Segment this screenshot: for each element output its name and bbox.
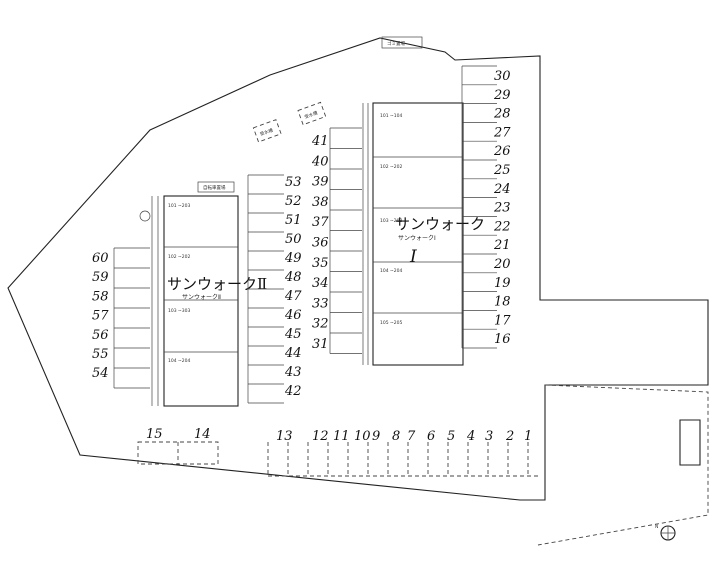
box-b: 受水槽: [297, 101, 327, 126]
stall-number-right: 29: [493, 88, 511, 103]
stall-number-mid: 36: [312, 236, 329, 251]
stall-number-bottom: 4: [466, 429, 475, 444]
stall-number-right: 24: [493, 182, 511, 197]
building-2: 101 ~203 102 ~202 103 ~303 104 ~204 サンウォ…: [151, 195, 267, 407]
stall-number-mid: 33: [312, 296, 329, 311]
stall-number-b2: 43: [284, 365, 302, 380]
stall-number-bottom-left: 14: [194, 427, 211, 442]
stall-number-b2: 46: [284, 308, 302, 323]
stall-number-mid: 31: [312, 337, 329, 352]
stall-number-left: 60: [92, 251, 109, 266]
building-1-unit-2: 102 ~202: [380, 164, 403, 170]
building-1: 101 ~104 102 ~202 103 ~203 104 ~204 105 …: [362, 102, 485, 366]
north-arrow: N: [655, 524, 676, 541]
stall-number-right: 27: [493, 125, 511, 140]
mid-box-label: 自転車置場: [203, 184, 226, 191]
stall-number-b2: 44: [284, 346, 302, 361]
stall-number-mid: 39: [312, 175, 329, 190]
stall-number-b2: 48: [284, 270, 302, 285]
stall-number-bottom: 12: [312, 429, 329, 444]
stall-number-right: 25: [493, 163, 511, 178]
building-2-unit-2: 102 ~202: [168, 254, 191, 260]
stall-number-bottom: 2: [505, 429, 514, 444]
svg-text:N: N: [655, 524, 658, 530]
building-1-unit-1: 101 ~104: [380, 113, 403, 119]
stall-number-right: 28: [493, 107, 511, 122]
stall-number-mid: 32: [312, 317, 329, 332]
stall-number-b2: 47: [284, 289, 302, 304]
stall-number-b2: 53: [285, 175, 302, 190]
site-boundary: [7, 37, 709, 501]
stall-number-bottom: 8: [392, 429, 400, 444]
top-box-label: ゴミ置場: [387, 40, 405, 47]
building-1-sub: サンウォークⅠ: [398, 234, 436, 242]
stall-number-right: 17: [494, 313, 511, 328]
stall-number-right: 19: [494, 276, 511, 291]
stall-number-right: 26: [493, 144, 511, 159]
stall-number-mid: 38: [312, 195, 329, 210]
stall-number-left: 57: [92, 309, 109, 324]
stall-number-b2: 45: [284, 327, 302, 342]
stall-number-bottom: 9: [372, 429, 380, 444]
stall-number-left: 58: [92, 289, 109, 304]
marker-circle: [139, 210, 151, 222]
stall-number-b2: 52: [285, 194, 302, 209]
building-1-unit-4: 104 ~204: [380, 268, 403, 274]
svg-text:受水槽: 受水槽: [303, 109, 319, 120]
stall-number-mid: 37: [312, 215, 329, 230]
stall-number-right: 16: [494, 332, 511, 347]
stall-number-bottom: 3: [485, 429, 493, 444]
building-2-sub: サンウォークⅡ: [182, 293, 221, 301]
stall-number-bottom: 13: [276, 429, 293, 444]
stall-number-bottom: 11: [333, 429, 350, 444]
building-1-name: サンウォーク: [395, 215, 485, 233]
stall-number-left: 56: [92, 328, 109, 343]
building-1-numeral: I: [409, 247, 417, 267]
stall-number-left: 54: [92, 366, 109, 381]
stall-number-mid: 34: [312, 276, 329, 291]
stall-number-right: 20: [493, 257, 511, 272]
stall-number-bottom-left: 15: [146, 427, 163, 442]
adjacent-lot: [537, 384, 709, 546]
stall-number-right: 21: [493, 238, 511, 253]
stall-number-bottom: 10: [354, 429, 371, 444]
handwritten-numbers: 3029282726252423222120191817164140393837…: [92, 69, 532, 444]
stall-number-b2: 50: [285, 232, 302, 247]
building-2-unit-1: 101 ~203: [168, 203, 191, 209]
stall-number-b2: 51: [285, 213, 302, 228]
stall-number-bottom: 5: [447, 429, 455, 444]
svg-text:受水槽: 受水槽: [259, 126, 275, 137]
stall-number-mid: 40: [311, 154, 329, 169]
stall-number-b2: 49: [284, 251, 302, 266]
stall-number-left: 59: [92, 270, 109, 285]
stall-number-right: 18: [494, 295, 511, 310]
top-box: [381, 36, 423, 49]
stall-number-right: 23: [493, 201, 511, 216]
building-2-unit-3: 103 ~303: [168, 308, 191, 314]
stall-number-right: 30: [494, 69, 511, 84]
building-2-name: サンウォークⅡ: [167, 275, 267, 293]
building-1-unit-3: 103 ~203: [380, 218, 403, 224]
building-2-unit-4: 104 ~204: [168, 358, 191, 364]
parking-stalls: [113, 65, 540, 477]
stall-number-mid: 35: [312, 256, 329, 271]
stall-number-bottom: 1: [524, 429, 532, 444]
adjacent-structure: [679, 419, 701, 466]
stall-number-b2: 42: [284, 384, 302, 399]
stall-number-mid: 41: [311, 134, 329, 149]
building-1-unit-5: 105 ~205: [380, 320, 403, 326]
mid-box: [197, 181, 235, 193]
stall-number-right: 22: [493, 219, 511, 234]
stall-number-left: 55: [92, 347, 109, 362]
box-a: 受水槽: [252, 119, 282, 143]
stall-number-bottom: 6: [427, 429, 435, 444]
stall-number-bottom: 7: [407, 429, 416, 444]
